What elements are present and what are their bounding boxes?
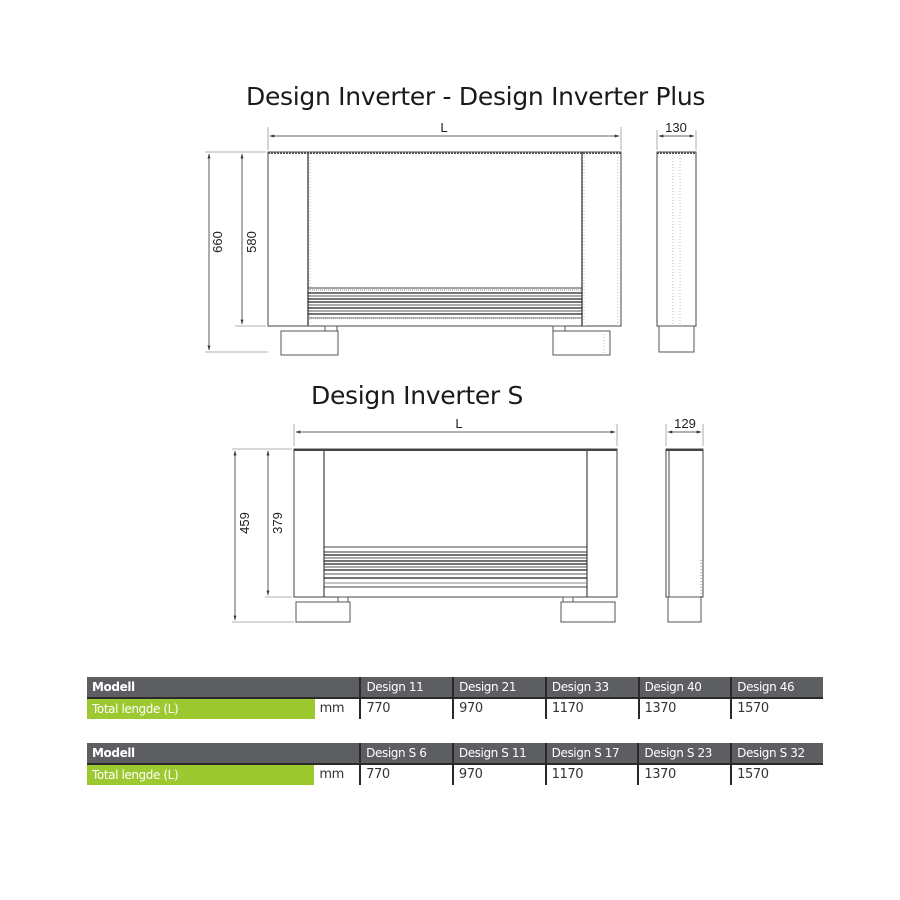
height-body-label-bottom: 379	[270, 512, 285, 534]
title-design-inverter: Design Inverter - Design Inverter Plus	[246, 82, 706, 111]
length-value: 1170	[544, 764, 639, 785]
table-row: Total lengde (L) mm 770 970 1170 1370 15…	[87, 698, 823, 719]
height-body-label-top: 580	[244, 231, 259, 253]
model-column: Design S 11	[451, 743, 546, 765]
length-value: 1170	[544, 698, 639, 719]
model-column: Design S 23	[637, 743, 732, 765]
model-column: Design 40	[637, 677, 732, 699]
side-view-design-inverter-s	[665, 424, 704, 623]
model-column: Design S 32	[730, 743, 823, 765]
model-column: Design S 6	[359, 743, 453, 765]
side-view-design-inverter	[656, 130, 697, 353]
length-label-top: L	[440, 120, 447, 135]
depth-label-top: 130	[665, 120, 687, 135]
table-header-row: Modell Design 11 Design 21 Design 33 Des…	[87, 677, 823, 699]
length-label-bottom: L	[455, 416, 462, 431]
spec-table-design-inverter: Modell Design 11 Design 21 Design 33 Des…	[87, 677, 823, 719]
model-column: Design S 17	[544, 743, 639, 765]
model-column: Design 46	[730, 677, 823, 699]
model-header-label: Modell	[87, 677, 361, 699]
spec-table-design-inverter-s: Modell Design S 6 Design S 11 Design S 1…	[87, 743, 823, 785]
table-header-row: Modell Design S 6 Design S 11 Design S 1…	[87, 743, 823, 765]
depth-label-bottom: 129	[674, 416, 696, 431]
model-header-label: Modell	[87, 743, 361, 765]
total-length-label: Total lengde (L)	[87, 764, 315, 785]
height-total-label-top: 660	[210, 231, 225, 253]
title-design-inverter-s: Design Inverter S	[311, 381, 524, 410]
length-value: 1370	[637, 764, 732, 785]
length-value: 970	[452, 698, 546, 719]
model-column: Design 21	[452, 677, 546, 699]
model-column: Design 11	[359, 677, 454, 699]
table-row: Total lengde (L) mm 770 970 1170 1370 15…	[87, 764, 823, 785]
length-value: 1570	[730, 698, 823, 719]
length-value: 1570	[730, 764, 823, 785]
length-value: 970	[451, 764, 546, 785]
unit-label: mm	[314, 698, 361, 719]
front-view-design-inverter-s	[232, 424, 618, 623]
length-value: 770	[359, 698, 454, 719]
length-value: 1370	[637, 698, 732, 719]
model-column: Design 33	[544, 677, 639, 699]
height-total-label-bottom: 459	[237, 512, 252, 534]
unit-label: mm	[314, 764, 361, 785]
front-view-design-inverter	[205, 127, 622, 356]
total-length-label: Total lengde (L)	[87, 698, 315, 719]
length-value: 770	[359, 764, 453, 785]
